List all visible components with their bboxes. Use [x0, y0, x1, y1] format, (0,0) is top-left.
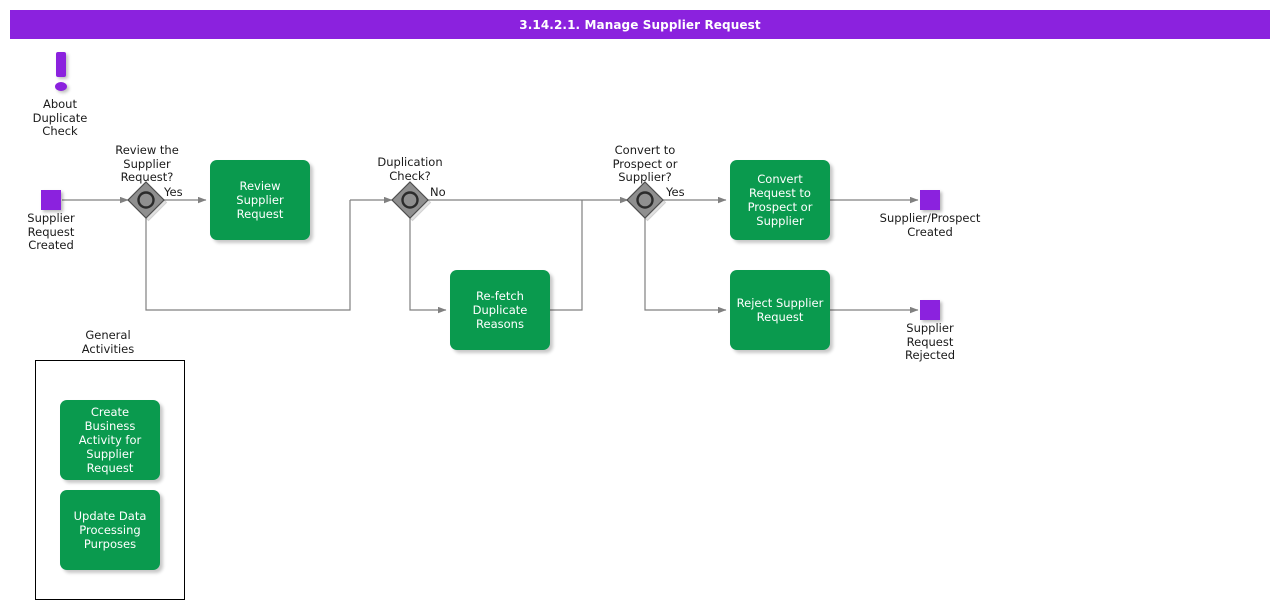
- task-update-data-processing-purposes[interactable]: Update Data Processing Purposes: [60, 490, 160, 570]
- flow-gw2-to-refetch: [409, 216, 447, 314]
- event-label-supplier-prospect-created: Supplier/Prospect Created: [879, 211, 981, 239]
- flow-gw3-to-reject: [644, 216, 727, 314]
- event-supplier-request-rejected[interactable]: [920, 300, 940, 320]
- gateway-duplication-check: [391, 181, 432, 222]
- task-label-update-data-processing-purposes: Update Data Processing Purposes: [73, 509, 147, 551]
- gateway-convert-to-prospect-or-supplier: [626, 181, 667, 222]
- group-title-general-activities: General Activities: [81, 328, 135, 356]
- task-label-re-fetch-duplicate-reasons: Re-fetch Duplicate Reasons: [472, 289, 528, 331]
- task-re-fetch-duplicate-reasons[interactable]: Re-fetch Duplicate Reasons: [450, 270, 550, 350]
- gateway-label-review-the-supplier-request: Review the Supplier Request?: [115, 143, 179, 184]
- gateway-label-convert-to-prospect-or-supplier: Convert to Prospect or Supplier?: [612, 143, 678, 184]
- gateway-label-duplication-check: Duplication Check?: [377, 155, 443, 183]
- branch-label-gw3-yes: Yes: [666, 185, 685, 199]
- flow-refetch-loopback: [550, 200, 583, 311]
- gateway-review-the-supplier-request: [127, 181, 168, 222]
- branch-label-gw2-no: No: [430, 185, 446, 199]
- task-label-convert-request-to-prospect-or-supplier: Convert Request to Prospect or Supplier: [747, 172, 813, 228]
- task-label-review-supplier-request: Review Supplier Request: [236, 179, 284, 221]
- branch-label-gw1-yes: Yes: [164, 185, 183, 199]
- task-reject-supplier-request[interactable]: Reject Supplier Request: [730, 270, 830, 350]
- task-convert-request-to-prospect-or-supplier[interactable]: Convert Request to Prospect or Supplier: [730, 160, 830, 240]
- event-supplier-request-created[interactable]: [41, 190, 61, 210]
- event-label-supplier-request-rejected: Supplier Request Rejected: [904, 321, 956, 362]
- exclamation-icon: [50, 52, 72, 96]
- annotation-label: About Duplicate Check: [32, 97, 88, 138]
- task-label-reject-supplier-request: Reject Supplier Request: [736, 296, 824, 324]
- page-title: 3.14.2.1. Manage Supplier Request: [10, 10, 1270, 39]
- event-label-supplier-request-created: Supplier Request Created: [27, 211, 75, 252]
- task-create-business-activity-for-supplier-request[interactable]: Create Business Activity for Supplier Re…: [60, 400, 160, 480]
- exclamation-dot: [55, 82, 67, 91]
- task-review-supplier-request[interactable]: Review Supplier Request: [210, 160, 310, 240]
- task-label-create-business-activity-for-supplier-request: Create Business Activity for Supplier Re…: [78, 405, 142, 475]
- event-supplier-prospect-created[interactable]: [920, 190, 940, 210]
- exclamation-bar: [56, 52, 66, 77]
